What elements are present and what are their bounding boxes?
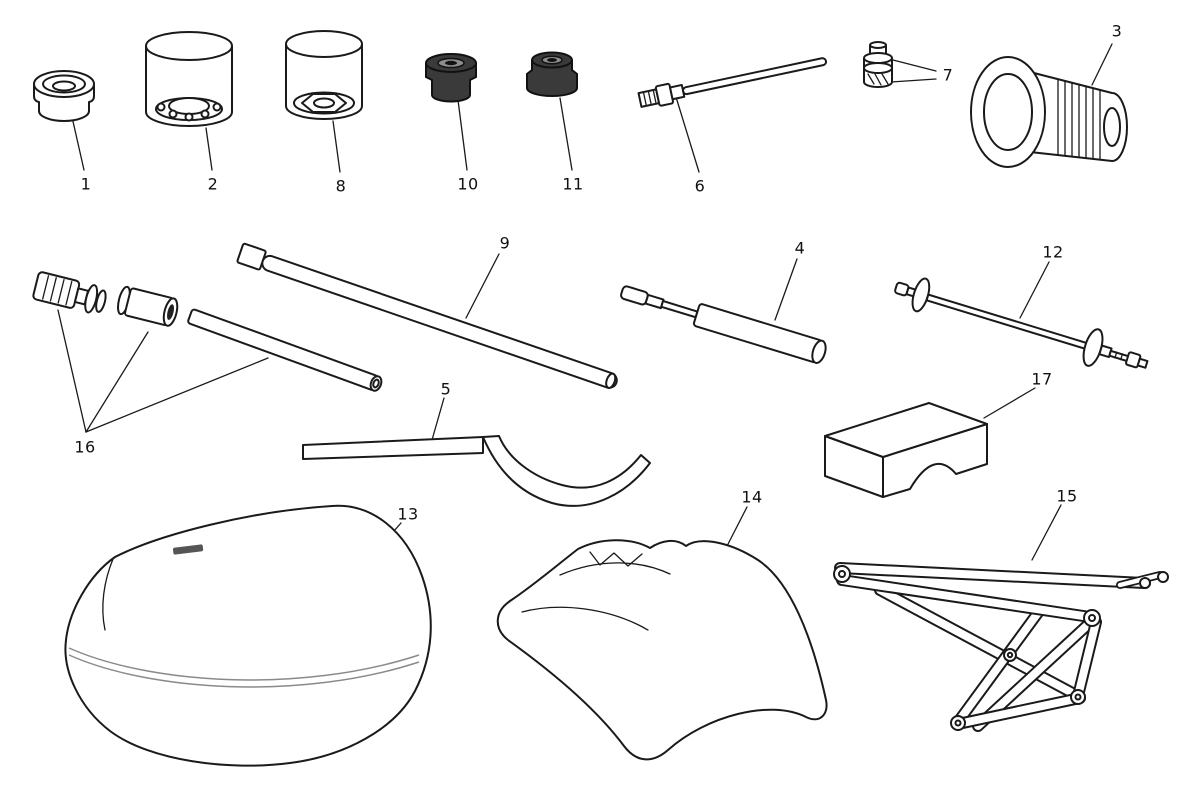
part-13-seat-cover xyxy=(64,504,432,767)
part-label-12: 12 xyxy=(1042,242,1064,262)
part-label-14: 14 xyxy=(741,487,763,507)
part-4-stepped-shaft xyxy=(620,285,827,364)
part-6-rod-with-fitting xyxy=(637,57,828,108)
part-label-9: 9 xyxy=(499,233,511,253)
part-label-17: 17 xyxy=(1031,369,1053,389)
part-1-round-cap-plug xyxy=(33,70,95,122)
part-17-support-block xyxy=(824,402,988,498)
part-label-11: 11 xyxy=(562,174,584,194)
part-label-6: 6 xyxy=(694,176,706,196)
part-9-drift-rod xyxy=(236,242,618,389)
part-12-puller xyxy=(894,277,1149,369)
part-11-small-seal xyxy=(526,51,578,97)
part-label-7: 7 xyxy=(942,65,954,85)
part-label-3: 3 xyxy=(1111,21,1123,41)
part-8-hex-socket-driver xyxy=(285,30,363,120)
part-13-marking xyxy=(172,544,204,555)
part-label-2: 2 xyxy=(207,174,219,194)
part-7-valve-fitting xyxy=(863,41,893,88)
part-10-small-seal xyxy=(425,53,477,103)
part-14-panel-cover xyxy=(496,539,828,761)
part-5-hook-spanner xyxy=(302,435,651,507)
part-label-15: 15 xyxy=(1056,486,1078,506)
part-label-10: 10 xyxy=(457,174,479,194)
part-16-bushing-set xyxy=(32,271,383,392)
part-label-13: 13 xyxy=(397,504,419,524)
part-label-5: 5 xyxy=(440,379,452,399)
part-2-cup-driver xyxy=(145,31,233,127)
part-15-folding-stand xyxy=(833,562,1169,732)
part-label-1: 1 xyxy=(80,174,92,194)
part-3-flanged-bush xyxy=(970,56,1128,168)
part-label-8: 8 xyxy=(335,176,347,196)
part-label-16: 16 xyxy=(74,437,96,457)
part-label-4: 4 xyxy=(794,238,806,258)
